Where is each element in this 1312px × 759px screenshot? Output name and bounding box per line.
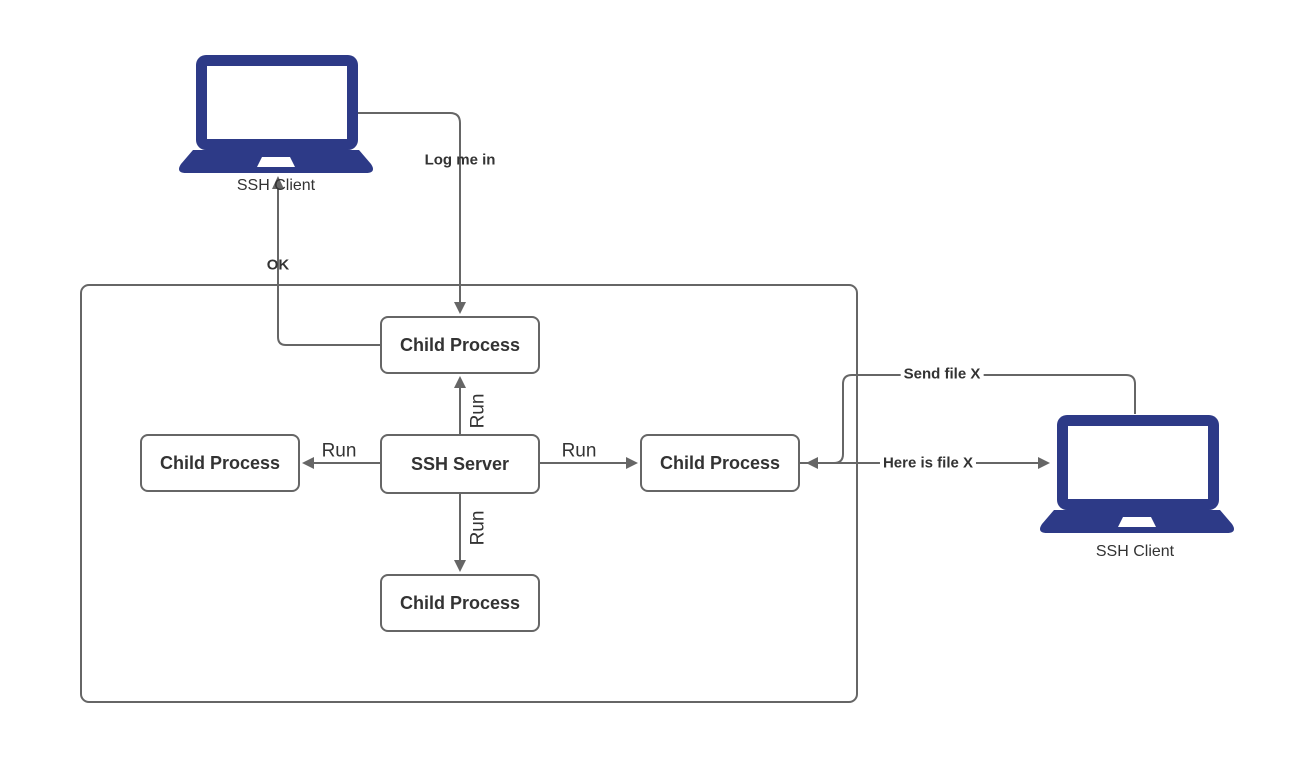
node-label: Child Process <box>659 452 781 473</box>
laptop-icon <box>1040 415 1234 533</box>
node-child-process-left: Child Process <box>140 434 300 492</box>
edge-ok <box>272 176 380 346</box>
edge-label-run-right: Run <box>561 440 597 462</box>
edge-label-run-bottom: Run <box>467 510 489 546</box>
node-ssh-server: SSH Server <box>380 434 540 494</box>
node-label: SSH Server <box>410 453 510 474</box>
node-label: Child Process <box>399 334 521 355</box>
edge-label-run-left: Run <box>321 440 357 462</box>
edge-label-run-top: Run <box>467 393 489 429</box>
edge-run-bottom <box>454 494 466 572</box>
edge-label-here-is-file: Here is file X <box>879 453 977 473</box>
node-child-process-bottom: Child Process <box>380 574 540 632</box>
edge-run-left <box>302 457 380 469</box>
node-child-process-top: Child Process <box>380 316 540 374</box>
edge-label-log-me-in: Log me in <box>424 151 496 169</box>
laptop-icon <box>179 55 373 173</box>
edge-run-right <box>540 457 638 469</box>
client-label-left: SSH Client <box>236 177 316 194</box>
edge-log-me-in <box>358 112 466 314</box>
edge-label-send-file: Send file X <box>900 364 984 384</box>
server-boundary-box <box>80 284 858 703</box>
edge-run-top <box>454 376 466 434</box>
node-label: Child Process <box>159 452 281 473</box>
edge-label-ok: OK <box>266 256 290 274</box>
node-child-process-right: Child Process <box>640 434 800 492</box>
node-label: Child Process <box>399 592 521 613</box>
client-label-right: SSH Client <box>1095 543 1175 560</box>
